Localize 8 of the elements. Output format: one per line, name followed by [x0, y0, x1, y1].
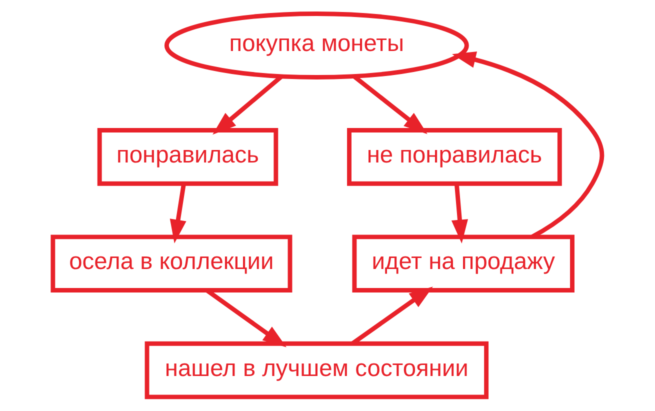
node-box: понравилась [97, 128, 278, 186]
node-box: идет на продажу [352, 234, 574, 292]
node-box: осела в коллекции [50, 234, 292, 292]
arrow [170, 184, 186, 244]
arrow [451, 184, 468, 244]
node-box: не понравилась [347, 128, 562, 186]
node-box: нашел в лучшем состоянии [144, 341, 489, 400]
node-ellipse: покупка монеты [164, 12, 469, 80]
